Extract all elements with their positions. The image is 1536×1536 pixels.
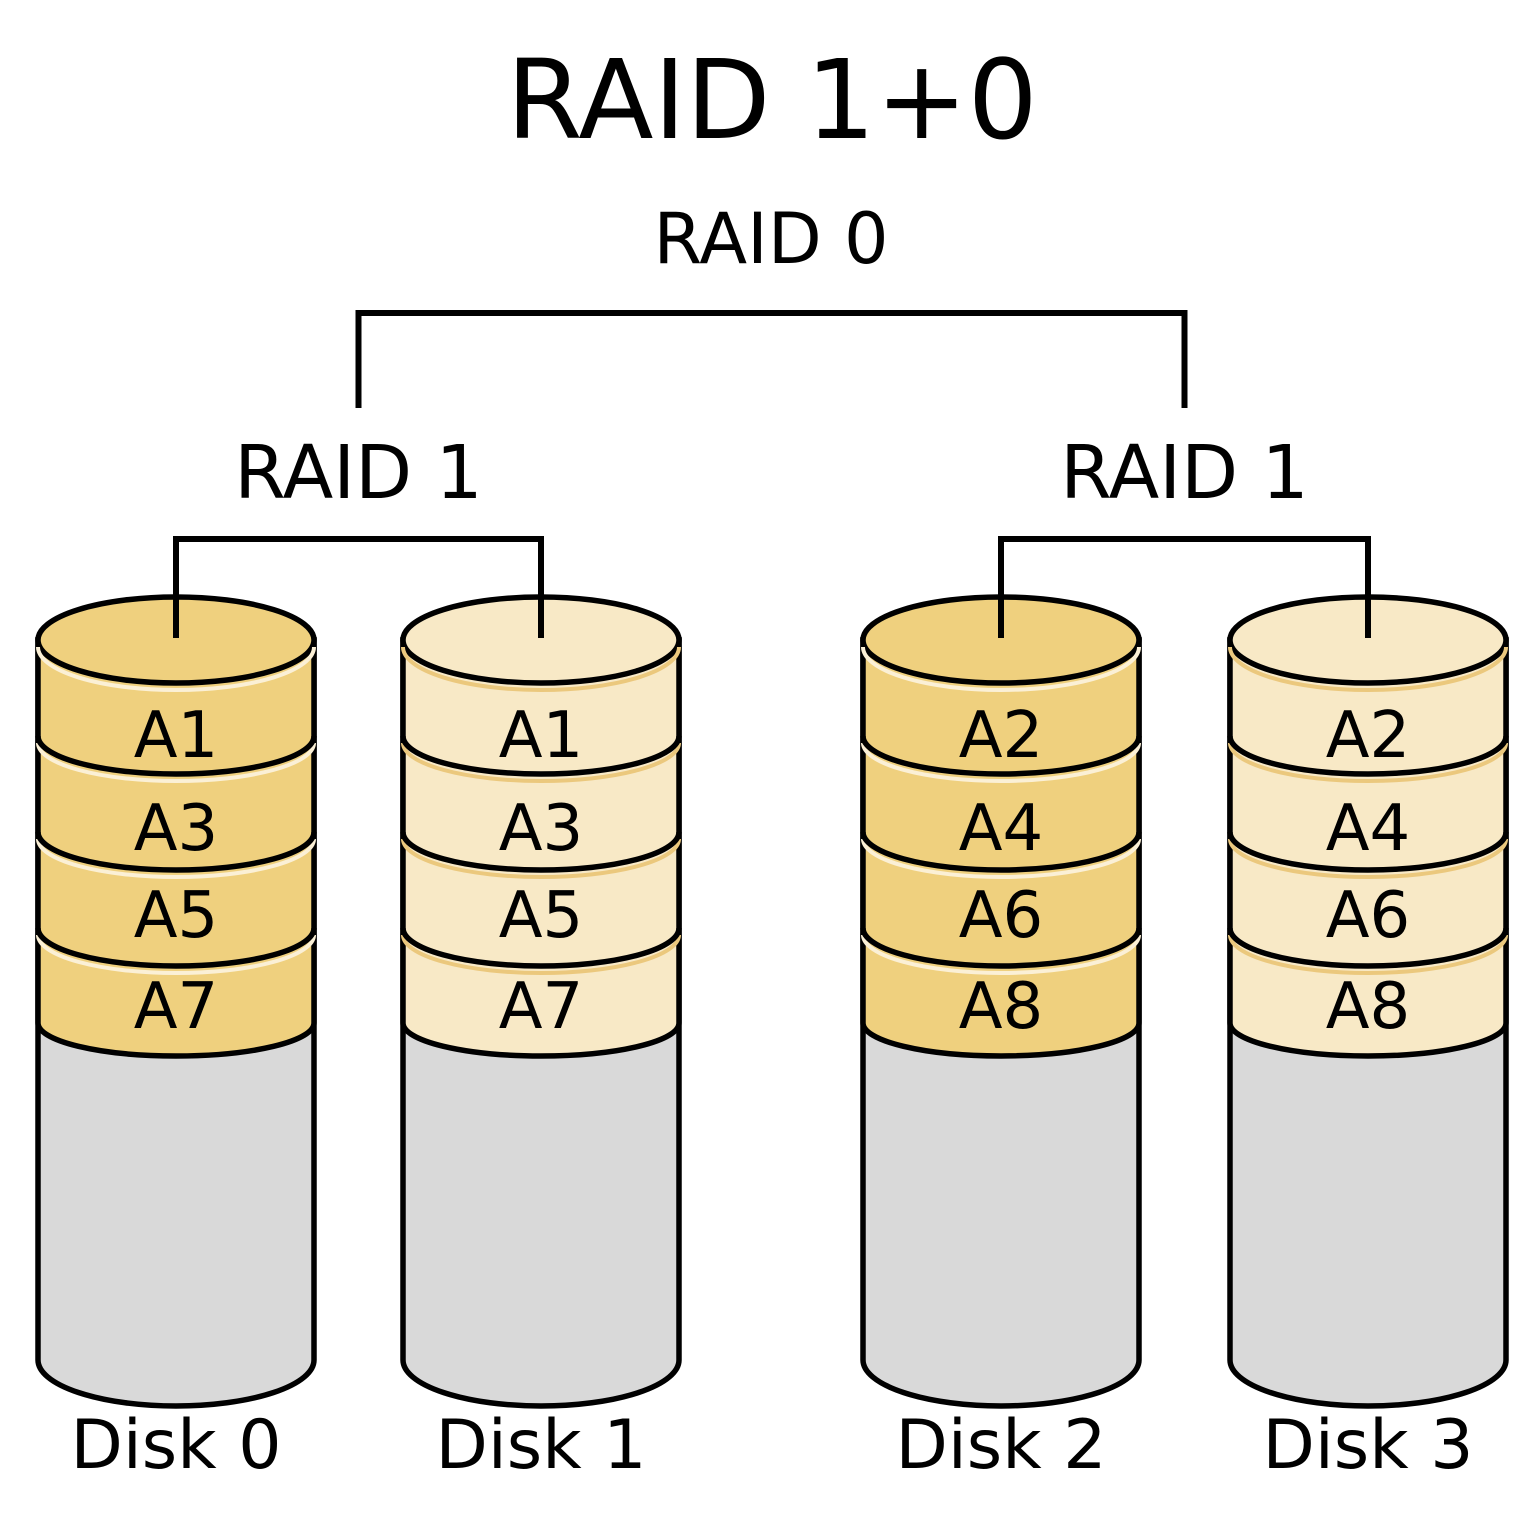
platter-separator <box>400 735 682 777</box>
separator-highlight <box>861 838 1141 879</box>
platter-separator <box>860 735 1142 777</box>
top-rim-highlight <box>861 646 1141 692</box>
raid1-bracket <box>173 536 544 638</box>
raid1-label: RAID 1 <box>234 430 482 516</box>
block-label: A2 <box>959 699 1044 773</box>
disk-used-region <box>1227 637 1509 1059</box>
block-label: A2 <box>1326 699 1411 773</box>
block-label: A6 <box>1326 879 1411 953</box>
top-rim-highlight <box>36 646 316 692</box>
raid0-label: RAID 0 <box>653 198 888 280</box>
platter-separator <box>35 927 317 969</box>
block-label: A3 <box>499 792 584 866</box>
separator-highlight <box>36 934 316 975</box>
block-label: A5 <box>499 879 584 953</box>
disk-used-region <box>860 637 1142 1059</box>
block-label: A4 <box>1326 792 1411 866</box>
platter-separator <box>860 831 1142 873</box>
disk-label: Disk 0 <box>71 1406 282 1485</box>
disk-used-region <box>35 637 317 1059</box>
separator-highlight <box>36 838 316 879</box>
block-label: A7 <box>134 970 219 1044</box>
platter-separator <box>35 735 317 777</box>
raid0-bracket <box>355 310 1188 408</box>
separator-highlight <box>401 742 681 783</box>
top-rim-highlight <box>1228 646 1508 692</box>
separator-highlight <box>1228 838 1508 879</box>
raid1-label: RAID 1 <box>1060 430 1308 516</box>
platter-separator <box>400 831 682 873</box>
separator-highlight <box>1228 934 1508 975</box>
separator-highlight <box>861 934 1141 975</box>
block-label: A7 <box>499 970 584 1044</box>
block-label: A1 <box>499 699 584 773</box>
block-label: A4 <box>959 792 1044 866</box>
separator-highlight <box>861 742 1141 783</box>
platter-separator <box>1227 831 1509 873</box>
separator-highlight <box>36 742 316 783</box>
block-label: A8 <box>959 970 1044 1044</box>
disk-label: Disk 1 <box>436 1406 647 1485</box>
disk-label: Disk 2 <box>896 1406 1107 1485</box>
block-label: A3 <box>134 792 219 866</box>
separator-highlight <box>401 838 681 879</box>
platter-separator <box>35 831 317 873</box>
platter-separator <box>1227 927 1509 969</box>
block-label: A6 <box>959 879 1044 953</box>
raid1-bracket <box>998 536 1371 638</box>
separator-highlight <box>1228 742 1508 783</box>
platter-separator <box>860 927 1142 969</box>
top-rim-highlight <box>401 646 681 692</box>
block-label: A1 <box>134 699 219 773</box>
disk-used-region <box>400 637 682 1059</box>
block-label: A8 <box>1326 970 1411 1044</box>
platter-separator <box>1227 735 1509 777</box>
page-title: RAID 1+0 <box>506 36 1037 164</box>
disk-label: Disk 3 <box>1263 1406 1474 1485</box>
block-label: A5 <box>134 879 219 953</box>
separator-highlight <box>401 934 681 975</box>
platter-separator <box>400 927 682 969</box>
